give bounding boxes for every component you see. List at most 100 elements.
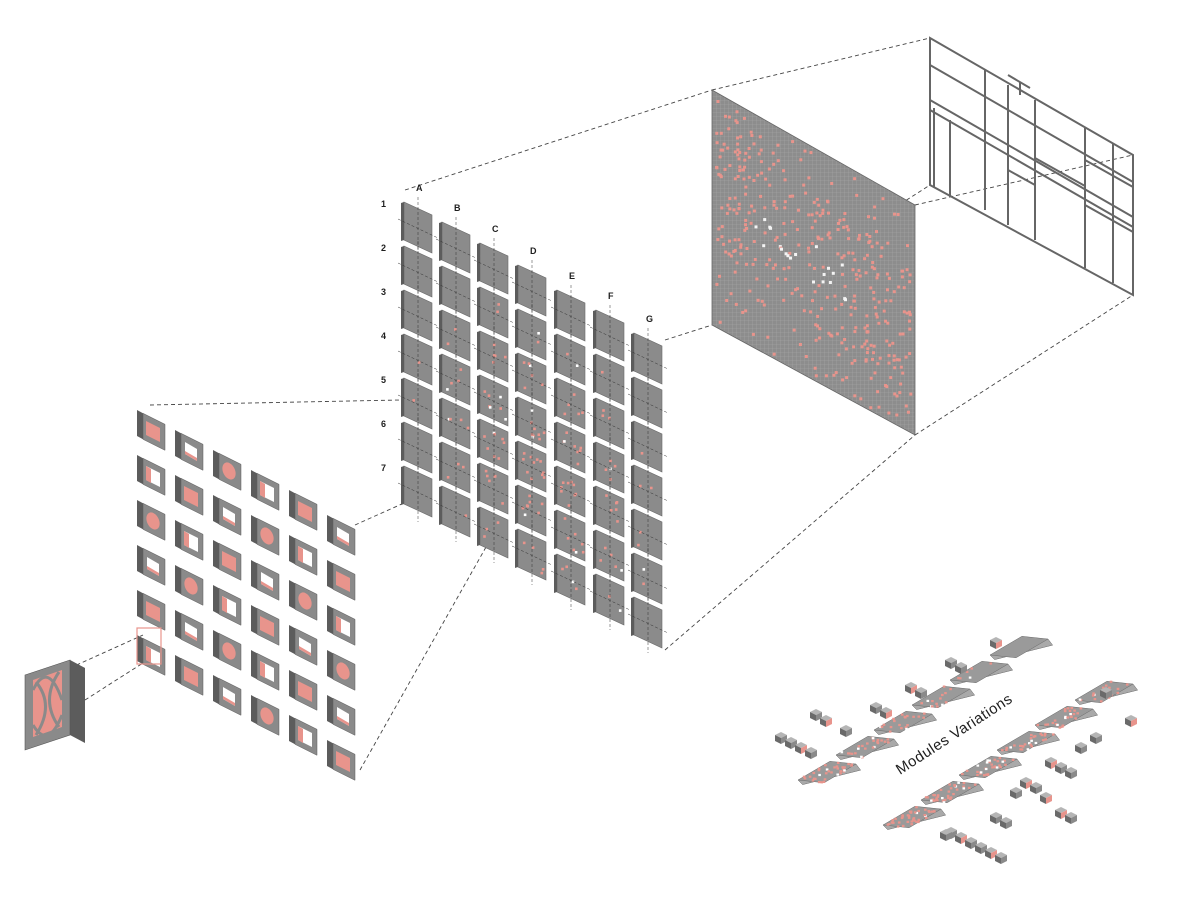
grid-module-A6 (397, 417, 439, 478)
variation-slab-2 (949, 661, 1014, 685)
variation-cube-14 (805, 747, 817, 759)
column-label-D: D (530, 246, 537, 256)
grid-module-D3 (511, 348, 553, 409)
variation-cube-27 (1000, 817, 1012, 829)
grid-module-D2 (511, 304, 553, 365)
variation-cube-1 (990, 637, 1002, 649)
variation-cube-18 (1075, 742, 1087, 754)
row-label-6: 6 (381, 419, 386, 429)
single-module (24, 659, 85, 751)
panel-pattern-dots (715, 100, 913, 417)
grid-module-B1 (435, 217, 477, 278)
structural-frame (929, 36, 1134, 297)
variant-module-1-6 (137, 635, 166, 676)
grid-module-D6 (511, 480, 553, 541)
column-label-B: B (454, 203, 461, 213)
grid-module-A3 (397, 285, 439, 346)
variation-cube-23 (1030, 782, 1042, 794)
variation-slab-1 (989, 636, 1054, 660)
module-variations-cluster (775, 636, 1139, 864)
variation-cube-24 (1010, 787, 1022, 799)
variation-cube-28 (1055, 807, 1067, 819)
variant-module-2-1 (175, 430, 204, 471)
variation-cube-8 (840, 725, 852, 737)
variation-cube-20 (1055, 762, 1067, 774)
column-label-E: E (569, 271, 575, 281)
grid-module-D5 (511, 436, 553, 497)
variant-module-6-6 (327, 740, 356, 781)
variation-cube-6 (870, 702, 882, 714)
variant-module-4-6 (251, 695, 280, 736)
variant-module-2-3 (175, 520, 204, 561)
variation-slab-3 (911, 685, 976, 710)
variant-module-5-3 (289, 580, 318, 621)
grid-module-F4 (589, 437, 631, 498)
variant-module-3-1 (213, 450, 242, 491)
grid-module-B2 (435, 261, 477, 322)
grid-module-C2 (473, 282, 515, 343)
grid-module-D4 (511, 392, 553, 453)
variation-cube-16 (1125, 715, 1137, 727)
variation-cube-11 (775, 732, 787, 744)
grid-module-C3 (473, 326, 515, 387)
grid-module-F2 (589, 349, 631, 410)
variation-cube-29 (1065, 812, 1077, 824)
grid-module-B5 (435, 393, 477, 454)
grid-module-E5 (550, 461, 592, 522)
variant-module-6-5 (327, 695, 356, 736)
variation-slab-4 (873, 711, 938, 735)
grid-module-C5 (473, 414, 515, 475)
variant-module-1-3 (137, 500, 166, 541)
variation-cube-21 (1065, 767, 1077, 779)
row-label-3: 3 (381, 287, 386, 297)
variation-cube-36 (940, 829, 952, 841)
variant-module-1-5 (137, 590, 166, 631)
variation-cube-25 (1040, 792, 1052, 804)
variation-cube-10 (820, 715, 832, 727)
column-label-F: F (608, 291, 614, 301)
variation-slab-6 (797, 761, 862, 785)
grid-module-A2 (397, 241, 439, 302)
variant-module-5-5 (289, 670, 318, 711)
variant-module-6-2 (327, 560, 356, 601)
variant-module-3-2 (213, 495, 242, 536)
grid-module-E2 (550, 329, 592, 390)
variant-module-2-2 (175, 475, 204, 516)
variant-module-3-6 (213, 675, 242, 716)
row-label-2: 2 (381, 243, 386, 253)
grid-module-E4 (550, 417, 592, 478)
variant-module-4-4 (251, 605, 280, 646)
variant-module-5-6 (289, 715, 318, 756)
variant-module-6-4 (327, 650, 356, 691)
grid-module-G2 (627, 372, 669, 433)
row-label-7: 7 (381, 463, 386, 473)
grid-module-G4 (627, 460, 669, 521)
variation-cube-19 (1045, 757, 1057, 769)
facade-panel (711, 89, 916, 436)
variant-module-5-2 (289, 535, 318, 576)
variation-slab-5 (835, 736, 900, 760)
variant-module-2-4 (175, 565, 204, 606)
variation-slab-12 (882, 806, 947, 830)
grid-module-C6 (473, 458, 515, 519)
variation-cube-17 (1090, 732, 1102, 744)
grid-module-A1 (397, 197, 439, 258)
row-label-4: 4 (381, 331, 386, 341)
variant-module-6-1 (327, 515, 356, 556)
variant-module-4-3 (251, 560, 280, 601)
variant-module-1-4 (137, 545, 166, 586)
variation-cube-13 (795, 742, 807, 754)
variant-module-2-6 (175, 655, 204, 696)
variant-module-4-2 (251, 515, 280, 556)
variant-module-2-5 (175, 610, 204, 651)
facade-module-grid (397, 197, 669, 653)
column-label-G: G (646, 314, 653, 324)
variant-module-4-5 (251, 650, 280, 691)
grid-module-C7 (473, 502, 515, 563)
grid-module-A5 (397, 373, 439, 434)
variant-module-1-1 (137, 410, 166, 451)
column-label-C: C (492, 224, 499, 234)
variation-slab-8 (1034, 706, 1099, 730)
variant-module-4-1 (251, 470, 280, 511)
